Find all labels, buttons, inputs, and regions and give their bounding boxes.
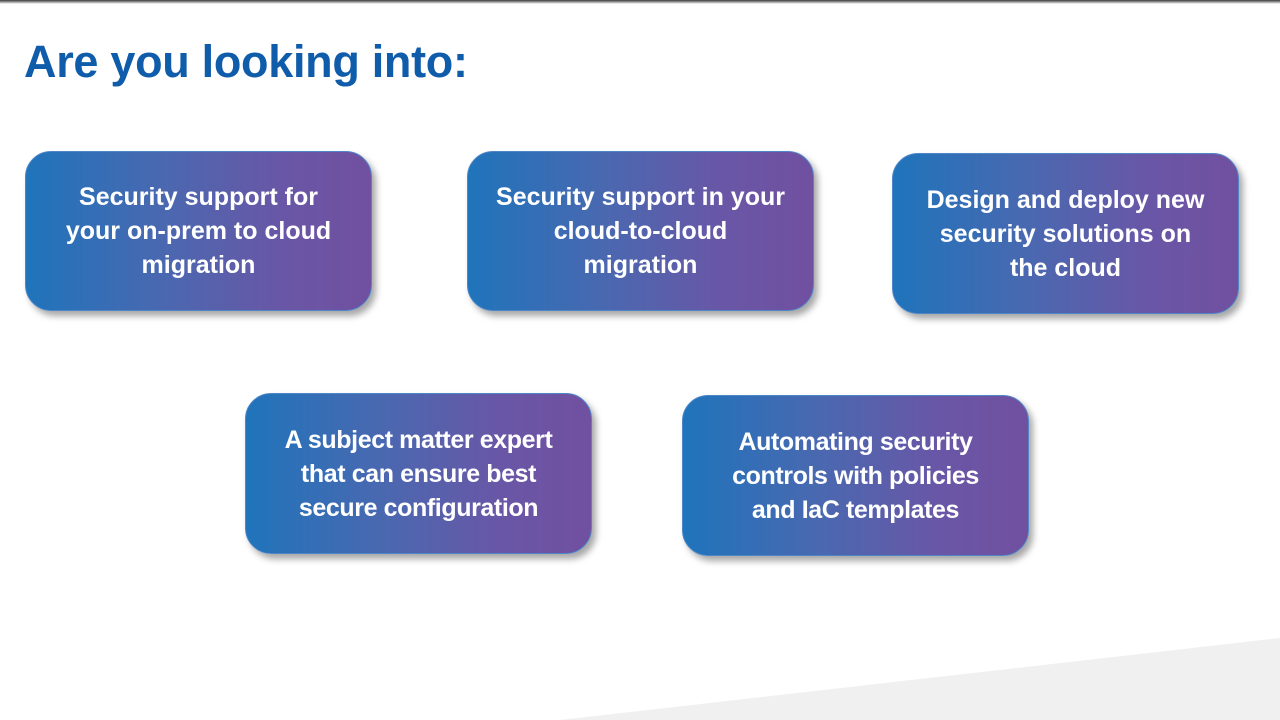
card-line: secure configuration (298, 493, 539, 522)
card-text: Security support in your cloud-to-cloud … (496, 180, 785, 282)
option-card-cloud-to-cloud-migration: Security support in your cloud-to-cloud … (467, 151, 814, 311)
card-line: A subject matter expert (284, 425, 553, 454)
card-text: A subject matter expert that can ensure … (285, 423, 553, 525)
card-line: security solutions on (939, 219, 1192, 248)
card-text: Automating security controls with polici… (732, 425, 979, 527)
card-line: Security support for (79, 183, 318, 211)
card-line: Automating security (738, 427, 973, 456)
option-card-design-deploy: Design and deploy new security solutions… (892, 153, 1239, 314)
card-line: that can ensure best (300, 459, 537, 488)
card-line: cloud-to-cloud (553, 217, 728, 245)
card-line: controls with policies (732, 461, 979, 490)
top-border-rule (0, 0, 1280, 4)
card-line: your on-prem to cloud (65, 217, 332, 245)
slide-title: Are you looking into: (24, 36, 468, 87)
option-card-on-prem-migration: Security support for your on-prem to clo… (25, 151, 372, 311)
card-line: Design and deploy new (926, 185, 1205, 214)
footer-wedge-shape (560, 638, 1280, 720)
option-card-automating-security: Automating security controls with polici… (682, 395, 1029, 556)
card-text: Design and deploy new security solutions… (927, 183, 1205, 285)
card-line: migration (141, 251, 256, 279)
card-line: Security support in your (496, 183, 785, 211)
card-text: Security support for your on-prem to clo… (66, 180, 331, 282)
card-line: migration (583, 251, 698, 279)
card-line: and IaC templates (751, 495, 960, 524)
option-card-subject-matter-expert: A subject matter expert that can ensure … (245, 393, 592, 554)
card-line: the cloud (1009, 253, 1122, 282)
